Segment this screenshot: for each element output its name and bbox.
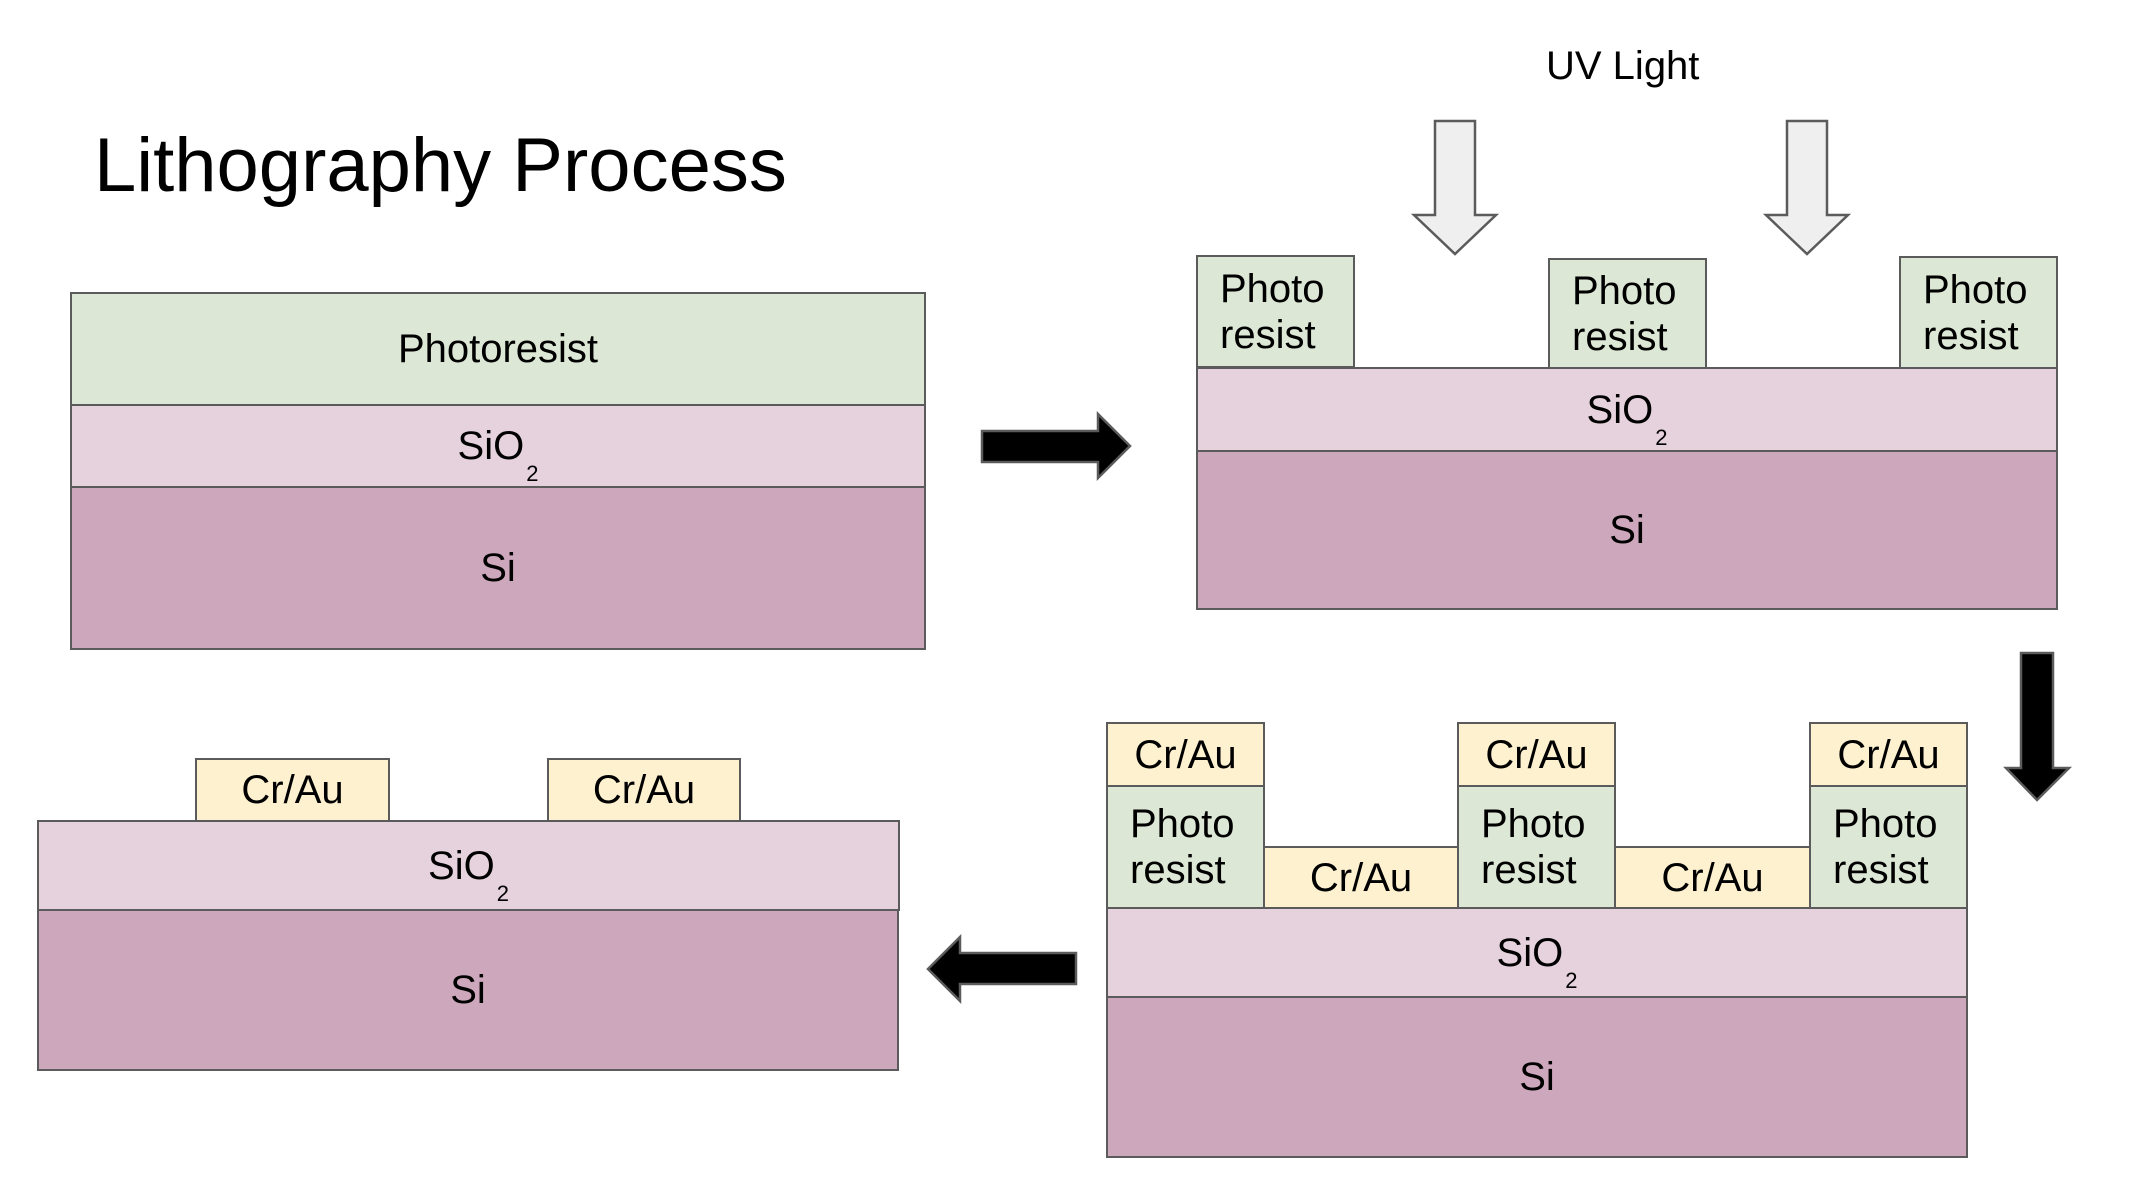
right-arrow-shape xyxy=(980,410,1132,482)
crau-label: Cr/Au xyxy=(1661,855,1764,900)
sio2-label: SiO2 xyxy=(1586,387,1668,450)
sio2-label: SiO2 xyxy=(428,843,509,906)
left-arrow-icon xyxy=(926,933,1078,1005)
si-layer: Si xyxy=(1106,996,1968,1158)
crau-pad: Cr/Au xyxy=(547,758,741,822)
crau-block-bottom: Cr/Au xyxy=(1263,846,1459,909)
sio2-layer: SiO2 xyxy=(70,404,926,488)
sio2-layer: SiO2 xyxy=(37,820,900,911)
uv-arrow-shape xyxy=(1762,119,1852,256)
si-layer: Si xyxy=(70,486,926,650)
photoresist-label: Photoresist xyxy=(397,327,599,371)
si-label: Si xyxy=(480,546,516,590)
si-layer: Si xyxy=(1196,450,2058,610)
down-arrow-icon xyxy=(2003,651,2073,802)
si-label: Si xyxy=(1609,508,1645,552)
crau-block-bottom: Cr/Au xyxy=(1614,846,1811,909)
si-label: Si xyxy=(450,968,486,1012)
si-label: Si xyxy=(1519,1055,1555,1099)
uv-arrow-shape xyxy=(1410,119,1500,256)
uv-light-label: UV Light xyxy=(1546,44,1700,88)
photoresist-layer: Photoresist xyxy=(70,292,926,406)
crau-label: Cr/Au xyxy=(241,768,344,812)
crau-label: Cr/Au xyxy=(1309,855,1413,900)
sio2-label: SiO2 xyxy=(1496,930,1578,993)
uv-arrow-icon xyxy=(1410,119,1500,256)
left-arrow-shape xyxy=(926,933,1078,1005)
crau-label: Cr/Au xyxy=(592,768,696,812)
crau-pad: Cr/Au xyxy=(195,758,390,822)
sio2-label: SiO2 xyxy=(457,424,539,486)
crau-block-top: Cr/Au xyxy=(1809,722,1968,787)
crau-block-top: Cr/Au xyxy=(1457,722,1616,787)
sio2-layer: SiO2 xyxy=(1106,907,1968,998)
crau-label: Cr/Au xyxy=(1485,732,1588,777)
crau-label: Cr/Au xyxy=(1837,732,1940,777)
diagram-title: Lithography Process xyxy=(94,123,787,208)
down-arrow-shape xyxy=(2003,651,2073,802)
uv-arrow-icon xyxy=(1762,119,1852,256)
right-arrow-icon xyxy=(980,410,1132,482)
crau-block-top: Cr/Au xyxy=(1106,722,1265,787)
si-layer: Si xyxy=(37,909,899,1071)
crau-label: Cr/Au xyxy=(1134,732,1237,777)
sio2-layer: SiO2 xyxy=(1196,367,2058,452)
